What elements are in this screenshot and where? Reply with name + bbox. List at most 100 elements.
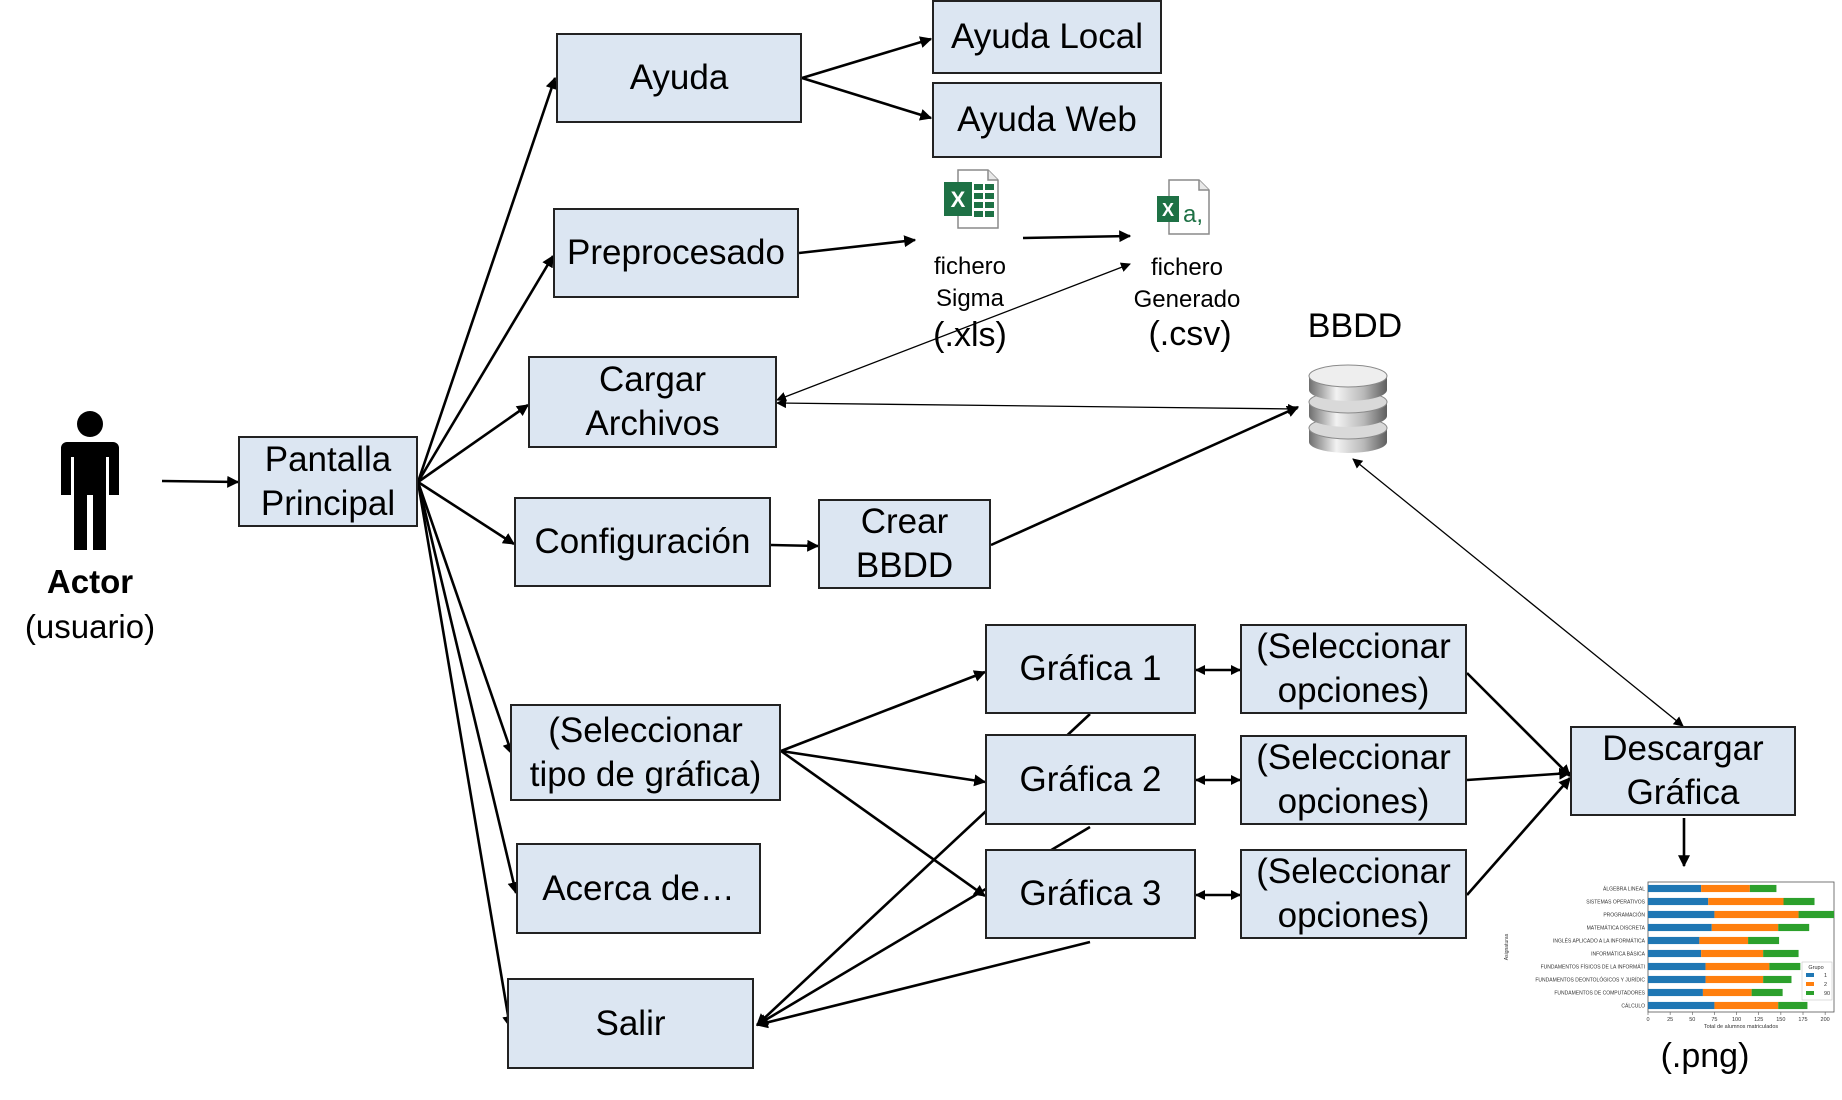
thumb-xtick-label: 150 xyxy=(1776,1017,1785,1023)
seleccionar-tipo-box: (Seleccionar tipo de gráfica) xyxy=(510,704,781,801)
thumb-bar xyxy=(1763,975,1792,984)
thumb-bar xyxy=(1648,1001,1715,1010)
edge-configuracion-crear xyxy=(770,539,820,552)
thumb-xtick-label: 0 xyxy=(1646,1017,1649,1023)
ayuda-local-box: Ayuda Local xyxy=(932,0,1162,74)
thumb-bar xyxy=(1711,923,1779,932)
thumb-legend-swatch xyxy=(1806,982,1814,986)
excel-file-icon: X xyxy=(944,169,999,229)
opciones-1-box: (Seleccionar opciones) xyxy=(1240,624,1467,714)
edge-ayuda-web xyxy=(801,76,933,121)
grafica-1-box: Gráfica 1 xyxy=(985,624,1196,714)
svg-text:X: X xyxy=(1162,200,1174,220)
thumb-xtick-label: 100 xyxy=(1732,1017,1741,1023)
excel-csv-icon: X a, xyxy=(1157,179,1210,235)
thumb-bar xyxy=(1749,884,1777,893)
edge-ayuda-local xyxy=(801,36,933,80)
thumb-category-label: INFORMÁTICA BÁSICA xyxy=(1591,951,1646,958)
thumb-bar xyxy=(1748,936,1780,945)
thumb-bar xyxy=(1778,1001,1808,1010)
thumb-legend-label: 1 xyxy=(1824,973,1827,979)
thumb-bar xyxy=(1714,910,1799,919)
generado-file-label: fichero Generado xyxy=(1133,254,1241,313)
thumb-xtick-label: 175 xyxy=(1798,1017,1807,1023)
thumb-bar xyxy=(1648,884,1702,893)
actor-role: (usuario) xyxy=(24,608,156,645)
generado-file-ext: (.csv) xyxy=(1148,315,1232,353)
thumb-category-label: INGLÉS APLICADO A LA INFORMÁTICA xyxy=(1553,938,1646,945)
edge-crear-bbdd xyxy=(990,405,1300,547)
thumb-xtick-label: 50 xyxy=(1689,1017,1695,1023)
thumb-category-label: SISTEMAS OPERATIVOS xyxy=(1586,900,1645,906)
thumb-legend-title: Grupo xyxy=(1808,965,1823,971)
ayuda-web-box: Ayuda Web xyxy=(932,82,1162,158)
thumb-xtick-label: 200 xyxy=(1821,1017,1830,1023)
thumb-bar xyxy=(1763,949,1799,958)
thumb-bar xyxy=(1705,962,1770,971)
thumb-bar xyxy=(1701,884,1750,893)
thumb-bar xyxy=(1701,949,1764,958)
thumb-bar xyxy=(1778,923,1810,932)
thumb-xtick-label: 25 xyxy=(1667,1017,1673,1023)
thumb-bar xyxy=(1648,936,1700,945)
edge-main-cargar xyxy=(417,403,529,484)
main-screen-box: Pantalla Principal xyxy=(238,436,418,527)
thumb-legend-swatch xyxy=(1806,973,1814,977)
edge-main-salir xyxy=(416,481,515,1029)
edge-opciones3-descargar xyxy=(1466,777,1571,896)
person-icon xyxy=(61,411,119,550)
thumb-bar xyxy=(1702,988,1752,997)
edge-grafica3-salir xyxy=(755,940,1091,1029)
bbdd-label: BBDD xyxy=(1307,307,1403,345)
cargar-archivos-box: Cargar Archivos xyxy=(528,356,777,448)
edge-main-ayuda xyxy=(416,76,558,483)
configuracion-box: Configuración xyxy=(514,497,771,587)
thumb-category-label: FUNDAMENTOS DEONTOLÓGICOS Y JURÍDIC xyxy=(1535,977,1645,984)
edge-opciones1-descargar xyxy=(1466,672,1571,777)
edge-preprocesado-sigma xyxy=(798,235,917,255)
thumb-category-label: FUNDAMENTOS FÍSICOS DE LA INFORMÁTI xyxy=(1541,964,1645,971)
edge-seleccionar-grafica2 xyxy=(780,749,987,787)
thumb-category-label: CÁLCULO xyxy=(1621,1003,1645,1010)
thumb-xtick-label: 125 xyxy=(1754,1017,1763,1023)
grafica-3-box: Gráfica 3 xyxy=(985,849,1196,939)
thumb-bar xyxy=(1769,962,1801,971)
grafica-2-box: Gráfica 2 xyxy=(985,734,1196,825)
edge-sigma-generado xyxy=(1022,230,1132,243)
thumb-bar xyxy=(1648,923,1712,932)
preprocesado-box: Preprocesado xyxy=(553,208,799,298)
svg-text:X: X xyxy=(951,187,966,212)
thumb-bar xyxy=(1648,897,1709,906)
thumb-ylabel: Asignaturas xyxy=(1504,933,1510,960)
edge-seleccionar-grafica3 xyxy=(780,749,986,898)
thumb-bar xyxy=(1648,949,1702,958)
thumb-category-label: MATEMÁTICA DISCRETA xyxy=(1587,925,1646,932)
edge-main-configuracion xyxy=(417,480,516,546)
sigma-file-label: fichero Sigma xyxy=(933,253,1007,312)
thumb-bar xyxy=(1798,910,1834,919)
thumb-bar xyxy=(1648,910,1715,919)
ayuda-box: Ayuda xyxy=(556,33,802,123)
actor-name: Actor xyxy=(46,563,134,600)
thumb-bar xyxy=(1648,988,1703,997)
thumb-xlabel: Total de alumnos matriculados xyxy=(1704,1024,1779,1030)
chart-thumbnail: ÁLGEBRA LINEAL SISTEMAS OPERATIVOS PROGRAM… xyxy=(1504,881,1835,1030)
database-icon xyxy=(1308,364,1388,453)
thumb-bar xyxy=(1783,897,1815,906)
thumb-category-label: PROGRAMACIÓN xyxy=(1603,912,1645,919)
edge-actor-main xyxy=(161,475,240,488)
thumb-legend-label: 90 xyxy=(1824,991,1830,997)
thumb-bar xyxy=(1705,975,1764,984)
thumb-bar xyxy=(1708,897,1784,906)
edge-seleccionar-grafica1 xyxy=(780,670,987,753)
edge-cargar-bbdd xyxy=(776,398,1298,414)
opciones-2-box: (Seleccionar opciones) xyxy=(1240,735,1467,825)
crear-bbdd-box: Crear BBDD xyxy=(818,499,991,589)
thumb-category-label: ÁLGEBRA LINEAL xyxy=(1603,886,1645,893)
opciones-3-box: (Seleccionar opciones) xyxy=(1240,849,1467,939)
edge-opciones2-descargar xyxy=(1466,767,1572,782)
thumb-legend-label: 2 xyxy=(1824,982,1827,988)
thumb-category-label: FUNDAMENTOS DE COMPUTADORES xyxy=(1554,991,1645,997)
sigma-file-ext: (.xls) xyxy=(933,316,1007,354)
